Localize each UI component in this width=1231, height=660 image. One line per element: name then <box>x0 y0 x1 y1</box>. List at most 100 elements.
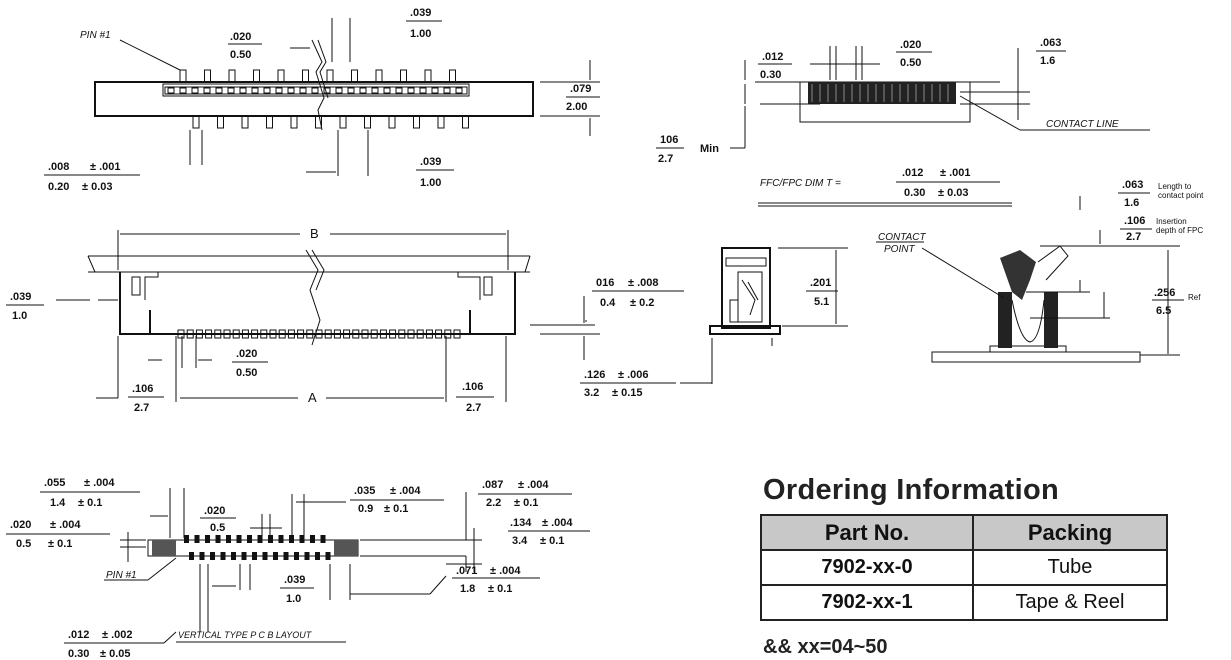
pcb-pad <box>231 552 236 560</box>
contact-tooth <box>287 329 295 339</box>
c-pitch-dim-in: .020 <box>900 39 921 51</box>
pa-tol-in: ± .004 <box>84 477 115 489</box>
ins-dim-in: .106 <box>1124 215 1145 227</box>
min-label: Min <box>700 143 719 155</box>
table-row: 7902-xx-1 Tape & Reel <box>760 584 1168 621</box>
contact-tooth <box>370 329 378 339</box>
contact-slot <box>431 87 439 94</box>
contact-slot <box>287 87 295 94</box>
contact-tooth <box>435 329 443 339</box>
side-dim-mm: 1.0 <box>12 310 27 322</box>
contact-tooth <box>241 329 249 339</box>
c-len-dim-mm: 1.6 <box>1040 55 1055 67</box>
s1-dim-mm: 0.4 <box>600 297 616 309</box>
pb-dim-in: .020 <box>10 519 31 531</box>
left-dim-mm: 2.7 <box>134 402 149 414</box>
pitch-dim-in: .020 <box>230 31 251 43</box>
pcb-pad <box>220 552 226 560</box>
s-base-dim-in: .126 <box>584 369 605 381</box>
part-no-header: Part No. <box>760 514 974 551</box>
pcb-pad <box>215 535 221 543</box>
contact-tooth <box>416 329 424 339</box>
pc-dim-mm: 0.9 <box>358 503 373 515</box>
s-height-dim-mm: 5.1 <box>814 296 829 308</box>
c-pitch-dim-mm: 0.50 <box>900 57 921 69</box>
pcb-pad <box>247 535 252 543</box>
s1-tol-in: ± .008 <box>628 277 659 289</box>
side-dim-in: .039 <box>10 291 31 303</box>
contact-tooth <box>269 329 277 339</box>
top-pin <box>302 69 309 83</box>
ffc-tol-in: ± .001 <box>940 167 971 179</box>
contact-tooth <box>379 329 387 339</box>
contact-slot <box>347 87 355 94</box>
top-pin <box>179 69 187 83</box>
pd-tol-mm: ± 0.1 <box>514 497 538 509</box>
table-row: 7902-xx-0 Tube <box>760 549 1168 586</box>
pg-tol-mm: ± 0.05 <box>100 648 131 660</box>
contact-slot <box>167 87 175 94</box>
left-dim-in: .106 <box>132 383 153 395</box>
contact-slot <box>335 87 343 94</box>
pe-dim-in: .134 <box>510 517 532 529</box>
pcb-pad <box>278 535 284 543</box>
contact-slot <box>191 87 199 94</box>
pcb-pad <box>310 535 315 543</box>
top-pin <box>400 69 407 83</box>
pf-tol-mm: ± 0.1 <box>488 583 512 595</box>
pcb-pad <box>257 535 263 543</box>
len-note-1: Length to <box>1158 182 1192 191</box>
height-dim-in: .079 <box>570 83 591 95</box>
ref-dim-in: .256 <box>1154 287 1175 299</box>
pin-width-dim-mm: 0.20 <box>48 181 69 193</box>
contact-tooth <box>333 329 341 339</box>
pitch-dim-mm: 0.50 <box>230 49 251 61</box>
p-pitch-dim-in: .020 <box>204 505 225 517</box>
contact-slot <box>311 87 319 94</box>
contact-slot <box>455 87 463 94</box>
packing-cell: Tube <box>972 549 1168 586</box>
contact-slot <box>299 87 307 94</box>
front-view: B .039 1.0 .020 0.50 A .106 <box>6 226 531 414</box>
contact-slot <box>323 87 331 94</box>
pcb-pad <box>320 535 326 543</box>
contact-tooth <box>214 329 222 339</box>
pcb-pad <box>289 535 294 543</box>
bottom-pin <box>290 115 298 129</box>
s-height-dim-in: .201 <box>810 277 831 289</box>
pg-dim-in: .012 <box>68 629 89 641</box>
c-len-dim-in: .063 <box>1040 37 1061 49</box>
contact-slot <box>443 87 451 94</box>
min-dim-mm: 2.7 <box>658 153 673 165</box>
contact-slot <box>395 87 403 94</box>
contact-tooth <box>324 329 332 339</box>
contact-tooth <box>389 329 397 339</box>
dim-a-label: A <box>308 390 317 405</box>
contact-point-label-2: POINT <box>884 244 915 255</box>
bottom-pin <box>192 115 200 129</box>
pcb-pad <box>199 552 205 560</box>
contact-point-label-1: CONTACT <box>878 232 926 243</box>
side-view: .201 5.1 016 ± .008 0.4 ± 0.2 .126 ± .00… <box>530 247 848 399</box>
contact-tooth <box>398 329 406 339</box>
contact-tooth <box>444 329 452 339</box>
pcb-pad <box>262 552 268 560</box>
right-dim-mm: 2.7 <box>466 402 481 414</box>
contact-slot <box>371 87 379 94</box>
contact-view: .012 0.30 .020 0.50 .063 1.6 CONTACT LIN… <box>656 37 1150 207</box>
row2-dim-mm: 1.00 <box>420 177 441 189</box>
contact-tooth <box>306 329 314 339</box>
pcb-pad <box>236 535 242 543</box>
contact-tooth <box>177 329 185 339</box>
top-pin <box>253 69 260 83</box>
pd-tol-in: ± .004 <box>518 479 549 491</box>
pc-dim-in: .035 <box>354 485 375 497</box>
contact-tooth <box>297 329 305 339</box>
ins-dim-mm: 2.7 <box>1126 231 1141 243</box>
contact-slot <box>383 87 391 94</box>
bottom-pin <box>266 115 273 129</box>
pc-tol-in: ± .004 <box>390 485 421 497</box>
contact-line-label: CONTACT LINE <box>1046 119 1119 130</box>
s-len-dim-mm: 1.6 <box>1124 197 1139 209</box>
top-pin <box>424 69 432 83</box>
